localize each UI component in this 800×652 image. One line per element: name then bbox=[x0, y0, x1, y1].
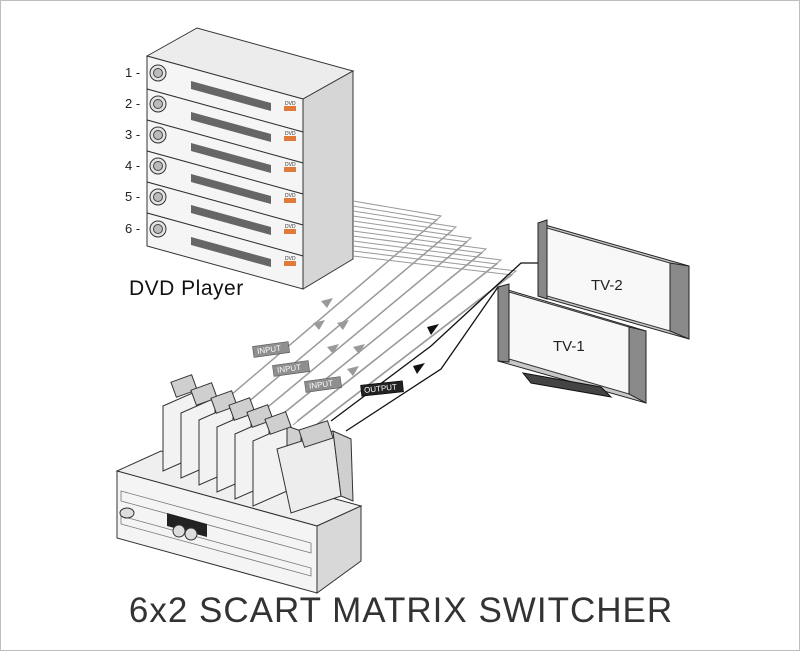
input-cable-5 bbox=[292, 240, 503, 426]
dvd-number-1: 1 - bbox=[125, 65, 140, 80]
input-tag-2: INPUT bbox=[272, 360, 310, 377]
input-tag-1-text: INPUT bbox=[257, 344, 282, 356]
scart-output-connector bbox=[276, 420, 354, 514]
input-tag-1: INPUT bbox=[252, 341, 290, 358]
dvd-number-3: 3 - bbox=[125, 127, 140, 142]
input-arrow-2 bbox=[313, 320, 325, 330]
tv-1: TV-1 bbox=[497, 283, 647, 404]
input-cable-4 bbox=[276, 230, 488, 420]
input-arrow-1 bbox=[321, 298, 333, 308]
input-cable-2 bbox=[244, 210, 458, 406]
input-tag-2-text: INPUT bbox=[277, 363, 302, 375]
input-arrow-6 bbox=[347, 366, 359, 376]
dvd-stack: DVD DVD DVD DVD DVD DVD 1 - 2 - 3 - 4 - … bbox=[125, 27, 355, 300]
dvd-tag-6: DVD bbox=[285, 256, 296, 262]
tv-1-label: TV-1 bbox=[553, 338, 585, 355]
input-arrows bbox=[313, 298, 365, 376]
scart-connectors bbox=[162, 374, 354, 514]
dvd-unit-1 bbox=[146, 55, 304, 133]
input-tag-3-text: INPUT bbox=[309, 379, 334, 391]
dvd-number-4: 4 - bbox=[125, 158, 140, 173]
dvd-tag-5: DVD bbox=[285, 224, 296, 230]
diagram-title: 6x2 SCART MATRIX SWITCHER bbox=[128, 591, 674, 630]
dvd-number-6: 6 - bbox=[125, 221, 140, 236]
output-arrow bbox=[427, 324, 439, 335]
input-cables bbox=[228, 200, 518, 432]
input-cable-1 bbox=[228, 200, 443, 398]
input-arrow-3 bbox=[337, 320, 349, 330]
input-tag-3: INPUT bbox=[304, 376, 342, 393]
dvd-unit-6 bbox=[146, 212, 304, 290]
tv-2: TV-2 bbox=[537, 219, 690, 340]
input-arrow-4 bbox=[327, 344, 339, 354]
output-tag-text: OUTPUT bbox=[364, 382, 398, 394]
output-tag: OUTPUT bbox=[360, 380, 404, 397]
input-arrow-5 bbox=[353, 344, 365, 354]
dvd-unit-3 bbox=[146, 119, 304, 195]
output-cable-tv1 bbox=[345, 286, 501, 432]
output-arrow-2 bbox=[413, 363, 425, 374]
tv-2-label: TV-2 bbox=[591, 277, 623, 294]
dvd-unit-4 bbox=[146, 150, 304, 226]
dvd-tag-3: DVD bbox=[285, 162, 296, 168]
dvd-number-2: 2 - bbox=[125, 96, 140, 111]
dvd-player-label: DVD Player bbox=[129, 277, 244, 300]
dvd-tag-1: DVD bbox=[285, 101, 296, 107]
dvd-tag-2: DVD bbox=[285, 131, 296, 137]
input-cable-6 bbox=[308, 250, 518, 432]
dvd-number-5: 5 - bbox=[125, 189, 140, 204]
dvd-tag-4: DVD bbox=[285, 193, 296, 199]
